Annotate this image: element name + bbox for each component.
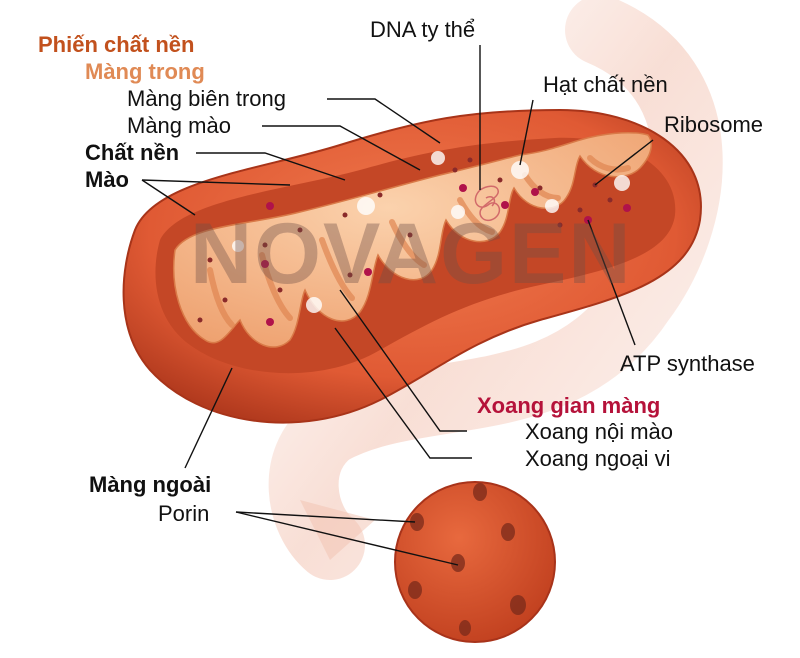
label-mang-ngoai: Màng ngoài bbox=[89, 472, 212, 497]
mitochondrion-body bbox=[122, 108, 702, 424]
leader-lines bbox=[141, 45, 654, 566]
label-xoang-ngoai-vi: Xoang ngoại vi bbox=[525, 446, 671, 471]
label-hat-chat-nen: Hạt chất nền bbox=[543, 72, 668, 97]
label-mang-bien-trong: Màng biên trong bbox=[127, 86, 286, 111]
line-xoang-noi-mao bbox=[339, 289, 467, 432]
mtdna-loop bbox=[474, 185, 501, 222]
background-arrow bbox=[268, 0, 723, 580]
label-mang-trong: Màng trong bbox=[85, 59, 205, 84]
line-mao-2 bbox=[141, 179, 196, 216]
label-phien-chat-nen: Phiến chất nền bbox=[38, 32, 195, 57]
label-xoang-gian-mang: Xoang gian màng bbox=[477, 393, 661, 418]
label-dna-ty-the: DNA ty thể bbox=[370, 17, 476, 42]
label-porin: Porin bbox=[158, 501, 210, 526]
line-porin-2 bbox=[235, 511, 459, 566]
line-mang-ngoai bbox=[184, 367, 233, 469]
line-hat-chat-nen bbox=[519, 99, 534, 166]
label-mao: Mào bbox=[85, 167, 129, 192]
line-atp bbox=[587, 219, 636, 346]
label-ribosome: Ribosome bbox=[664, 112, 764, 137]
line-mang-bien-trong bbox=[327, 98, 441, 144]
atp-synthase-particles bbox=[261, 184, 631, 326]
porin-magnified-view bbox=[394, 481, 556, 643]
line-ribosome bbox=[594, 139, 654, 186]
label-atp-synthase: ATP synthase bbox=[620, 351, 755, 376]
line-xoang-ngoai-vi bbox=[334, 327, 472, 459]
line-mao bbox=[141, 179, 291, 186]
line-porin-1 bbox=[235, 511, 416, 523]
label-chat-nen: Chất nền bbox=[85, 140, 180, 165]
label-xoang-noi-mao: Xoang nội mào bbox=[525, 419, 673, 444]
ribosomes bbox=[197, 157, 613, 323]
line-chat-nen bbox=[196, 152, 346, 181]
matrix-granules bbox=[232, 151, 630, 313]
watermark-text: NOVAGEN bbox=[190, 206, 633, 302]
line-mang-mao bbox=[262, 125, 421, 171]
label-mang-mao: Màng mào bbox=[127, 113, 231, 138]
